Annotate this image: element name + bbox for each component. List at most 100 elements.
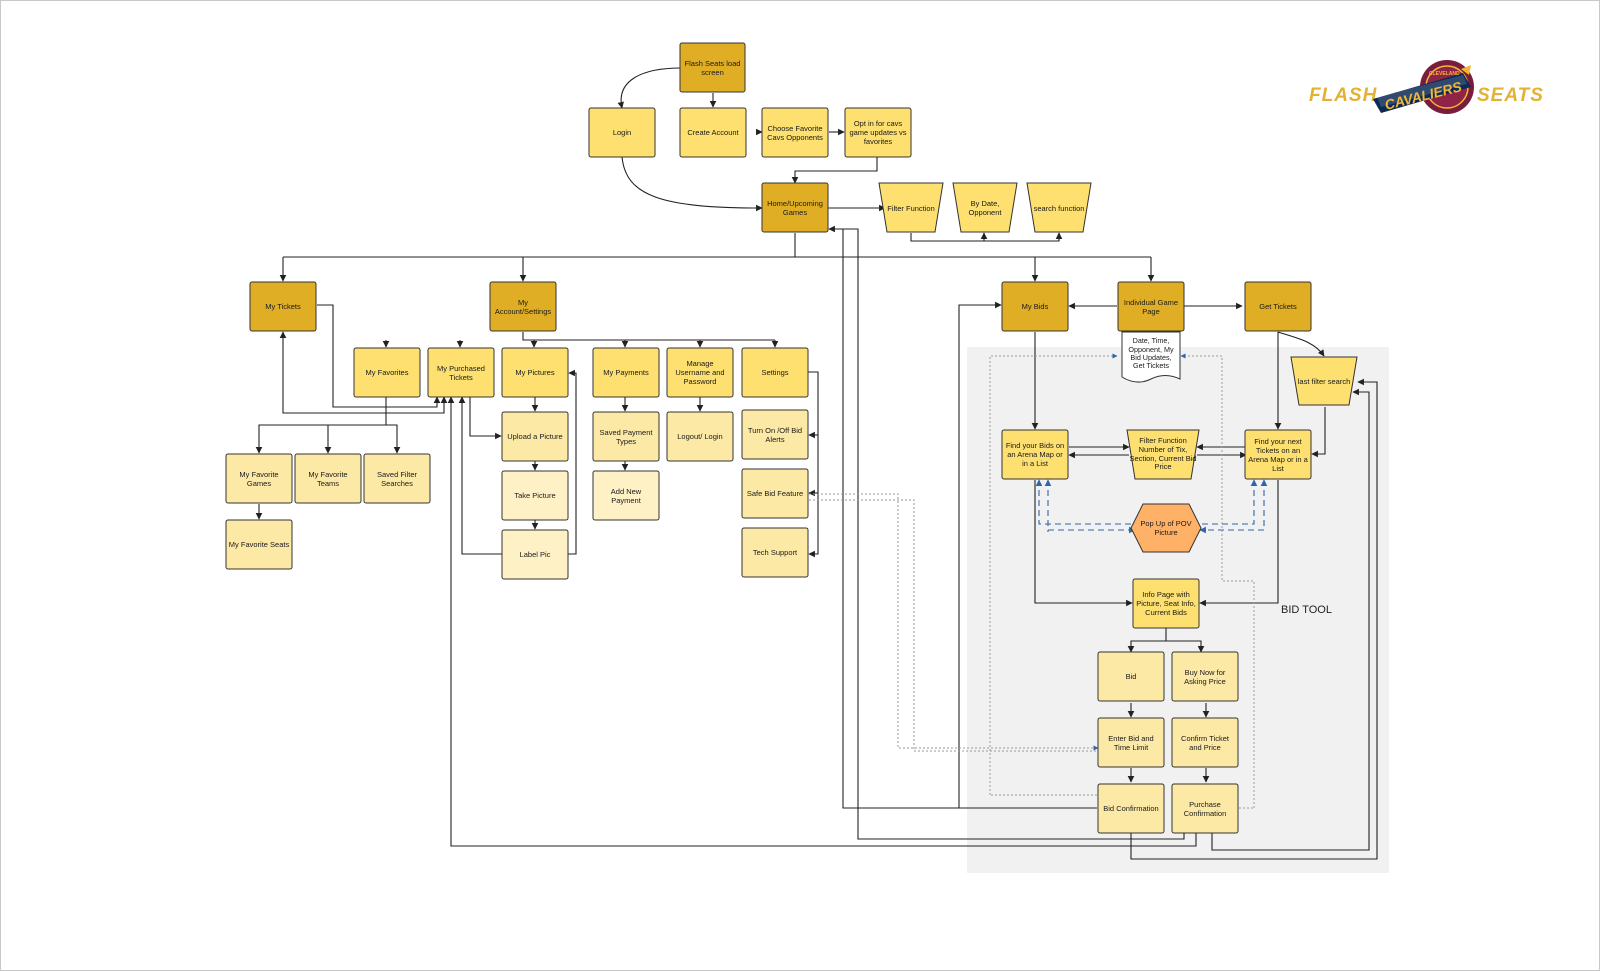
node-label: Get Tickets [1259, 302, 1297, 311]
node-filter-function-top[interactable]: Filter Function [878, 182, 944, 233]
node-add-payment[interactable]: Add New Payment [592, 470, 660, 521]
node-label: Create Account [687, 128, 739, 137]
connector [1199, 480, 1279, 607]
node-bid[interactable]: Bid [1097, 651, 1165, 702]
connector [1034, 480, 1133, 607]
node-settings[interactable]: Settings [741, 347, 809, 398]
node-my-tickets[interactable]: My Tickets [249, 281, 317, 332]
node-logout-login[interactable]: Logout/ Login [666, 411, 734, 462]
node-tech-support[interactable]: Tech Support [741, 527, 809, 578]
node-label: search function [1033, 203, 1085, 213]
node-pop-up[interactable]: Pop Up of POV Picture [1130, 503, 1202, 553]
node-fav-games[interactable]: My Favorite Games [225, 453, 293, 504]
connector [829, 228, 1185, 840]
connector [1277, 331, 1325, 357]
node-individual-game[interactable]: Individual Game Page [1117, 281, 1185, 332]
node-my-payments[interactable]: My Payments [592, 347, 660, 398]
connector [621, 156, 763, 212]
node-label: Turn On /Off Bid Alerts [747, 425, 803, 444]
dashed-connector [1201, 479, 1258, 525]
connector [447, 396, 1197, 847]
node-label: Buy Now for Asking Price [1184, 667, 1226, 686]
node-take-picture[interactable]: Take Picture [501, 470, 569, 521]
dotted-connector [809, 493, 1099, 751]
node-choose-favorite[interactable]: Choose Favorite Cavs Opponents [761, 107, 829, 158]
node-home[interactable]: Home/Upcoming Games [761, 182, 829, 233]
connector [791, 157, 878, 184]
node-find-tickets[interactable]: Find your next Tickets on an Arena Map o… [1244, 429, 1312, 480]
node-fav-seats[interactable]: My Favorite Seats [225, 519, 293, 570]
node-label: Saved Payment Types [599, 427, 653, 446]
node-label: Logout/ Login [677, 432, 723, 441]
connector [458, 396, 502, 555]
node-search-function[interactable]: search function [1026, 182, 1092, 233]
node-label: Purchase Confirmation [1183, 799, 1227, 818]
node-label: Find your next Tickets on an Arena Map o… [1248, 436, 1308, 473]
logo-word-seats: SEATS [1477, 85, 1544, 106]
node-my-purchased[interactable]: My Purchased Tickets [427, 347, 495, 398]
node-label: Manage Username and Password [675, 359, 725, 386]
node-my-pictures[interactable]: My Pictures [501, 347, 569, 398]
node-game-details[interactable]: Date, Time, Opponent, My Bid Updates, Ge… [1121, 331, 1181, 383]
node-create-account[interactable]: Create Account [679, 107, 747, 158]
node-label: My Bids [1021, 302, 1049, 311]
node-label: My Favorites [365, 368, 409, 377]
node-label: Date, Time, Opponent, My Bid Updates, Ge… [1128, 336, 1174, 371]
node-safe-bid[interactable]: Safe Bid Feature [741, 468, 809, 519]
connector [617, 67, 682, 109]
node-upload-picture[interactable]: Upload a Picture [501, 411, 569, 462]
connector [1127, 628, 1167, 653]
connector [958, 301, 1097, 809]
node-get-tickets[interactable]: Get Tickets [1244, 281, 1312, 332]
node-buy-now[interactable]: Buy Now for Asking Price [1171, 651, 1239, 702]
node-fav-teams[interactable]: My Favorite Teams [294, 453, 362, 504]
node-label: Filter Function Number of Tix, Section, … [1129, 436, 1197, 472]
node-label: My Payments [603, 368, 649, 377]
node-label: My Account/Settings [494, 297, 552, 316]
node-label: Info Page with Picture, Seat Info, Curre… [1136, 590, 1196, 617]
node-label: My Favorite Seats [228, 540, 290, 549]
node-manage-username[interactable]: Manage Username and Password [666, 347, 734, 398]
node-saved-payment[interactable]: Saved Payment Types [592, 411, 660, 462]
node-flash-load[interactable]: Flash Seats load screen [679, 42, 746, 93]
node-saved-filter[interactable]: Saved Filter Searches [363, 453, 431, 504]
flash-seats-logo: FLASH CLEVELAND CAVALIERS SEATS [1309, 60, 1544, 114]
node-label: Login [612, 128, 632, 137]
connector [386, 396, 448, 414]
node-my-favorites[interactable]: My Favorites [353, 347, 421, 398]
dotted-connector [1180, 353, 1255, 808]
connector [910, 233, 1060, 242]
node-label: Bid Confirmation [1103, 804, 1159, 813]
node-last-filter[interactable]: last filter search [1290, 356, 1358, 406]
cavaliers-badge-icon: CLEVELAND CAVALIERS [1373, 60, 1474, 114]
node-label: Opt in for cavs game updates vs favorite… [849, 119, 907, 146]
node-my-bids[interactable]: My Bids [1001, 281, 1069, 332]
node-label: Take Picture [514, 491, 556, 500]
connector [386, 424, 401, 454]
connector [279, 331, 387, 414]
node-confirm-ticket[interactable]: Confirm Ticket and Price [1171, 717, 1239, 768]
node-login[interactable]: Login [588, 107, 656, 158]
node-filter-function-mid[interactable]: Filter Function Number of Tix, Section, … [1126, 429, 1200, 480]
node-by-date[interactable]: By Date, Opponent [952, 182, 1018, 233]
node-my-account[interactable]: My Account/Settings [489, 281, 557, 332]
node-label: My Pictures [515, 368, 555, 377]
node-bid-confirmation[interactable]: Bid Confirmation [1097, 783, 1165, 834]
node-turn-on-off[interactable]: Turn On /Off Bid Alerts [741, 409, 809, 460]
node-find-bids[interactable]: Find your Bids on an Arena Map or in a L… [1001, 429, 1069, 480]
node-label: Confirm Ticket and Price [1181, 733, 1229, 752]
node-label: My Favorite Teams [308, 469, 348, 488]
node-label: Add New Payment [610, 486, 642, 505]
node-label: Find your Bids on an Arena Map or in a L… [1005, 441, 1065, 468]
node-opt-in[interactable]: Opt in for cavs game updates vs favorite… [844, 107, 912, 158]
node-label-pic[interactable]: Label Pic [501, 529, 569, 580]
node-enter-bid[interactable]: Enter Bid and Time Limit [1097, 717, 1165, 768]
node-label: Label Pic [519, 550, 551, 559]
node-label: Individual Game Page [1123, 297, 1179, 316]
node-purchase-confirmation[interactable]: Purchase Confirmation [1171, 783, 1239, 834]
node-label: Settings [761, 368, 789, 377]
node-info-page[interactable]: Info Page with Picture, Seat Info, Curre… [1132, 578, 1200, 629]
logo-word-flash: FLASH [1309, 85, 1378, 106]
